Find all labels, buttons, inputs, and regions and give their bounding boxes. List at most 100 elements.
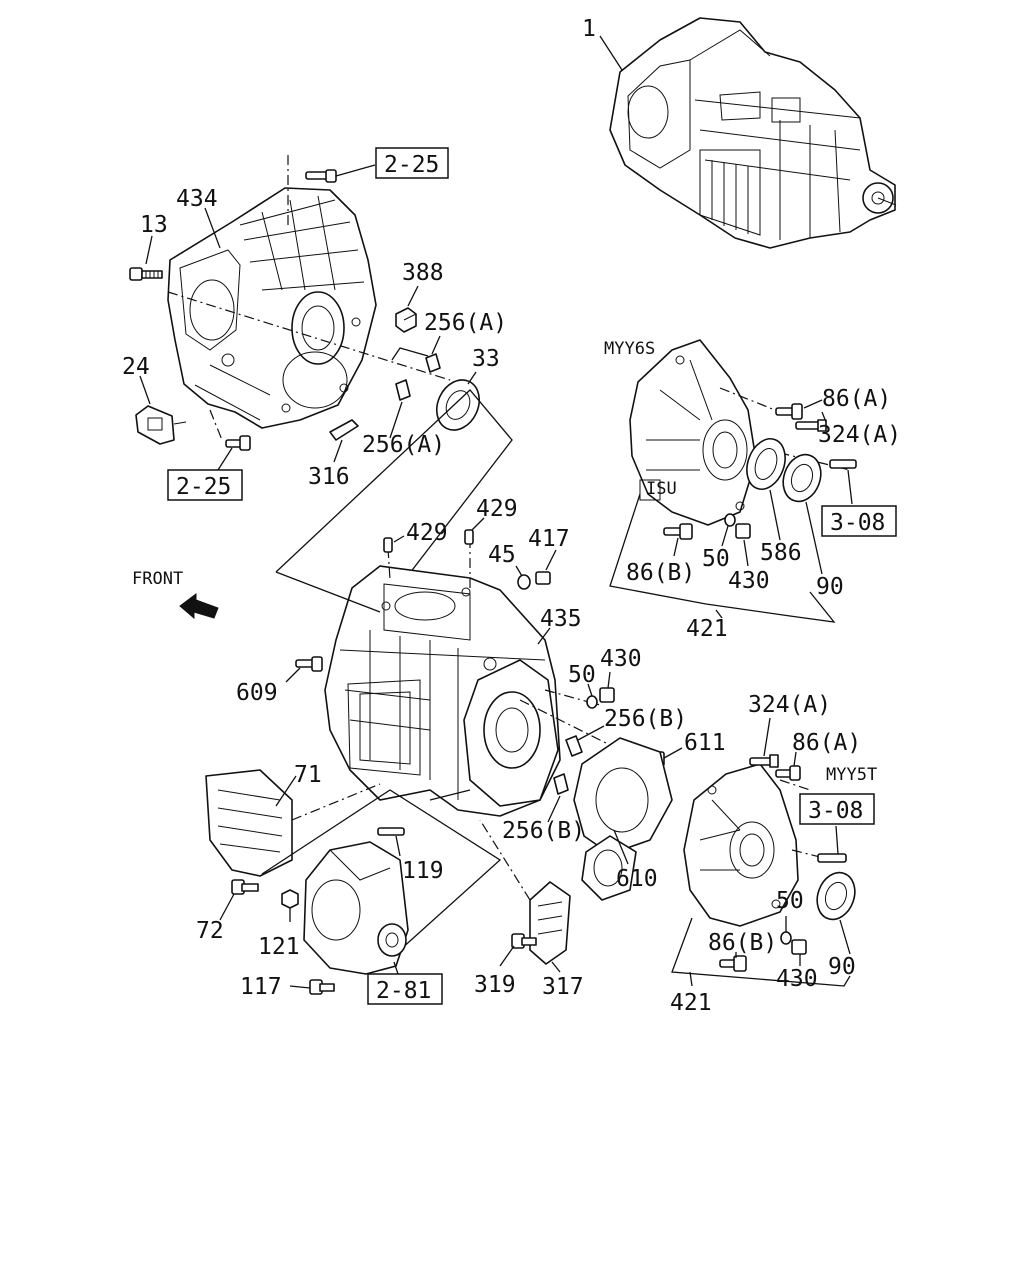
clutch-housing[interactable] (167, 187, 377, 429)
label-part-429-right: 429 (476, 496, 518, 522)
plug-417[interactable] (535, 571, 551, 585)
label-part-45: 45 (488, 542, 516, 568)
label-part-1: 1 (582, 16, 596, 42)
label-part-611: 611 (684, 730, 726, 756)
bolt-609[interactable] (295, 656, 323, 672)
ref-box-3-08-top[interactable]: 3-08 (821, 505, 897, 537)
bolt-86b-lower[interactable] (719, 955, 747, 972)
label-part-71: 71 (294, 762, 322, 788)
bolt-top-housing[interactable] (305, 169, 337, 183)
label-part-429-left: 429 (406, 520, 448, 546)
transmission-case-435[interactable] (324, 565, 561, 817)
transmission-assembly[interactable] (609, 17, 897, 249)
label-front: FRONT (132, 569, 183, 589)
bearing-586[interactable] (740, 433, 792, 494)
bolt-86a-upper[interactable] (775, 403, 803, 420)
stud-324a-upper[interactable] (795, 419, 827, 432)
label-variant-myy5t: MYY5T (826, 765, 877, 785)
bolt-72[interactable] (231, 879, 259, 895)
label-part-434: 434 (176, 186, 218, 212)
ref-box-3-08-mid[interactable]: 3-08 (799, 793, 875, 825)
label-part-388: 388 (402, 260, 444, 286)
bolt-319[interactable] (511, 933, 537, 949)
plug-430-upper[interactable] (735, 523, 751, 539)
stud-324a-lower[interactable] (749, 754, 779, 768)
label-part-90-upper: 90 (816, 574, 844, 600)
gasket-610[interactable] (573, 737, 673, 901)
bolt-86b-upper[interactable] (663, 523, 693, 540)
extension-housing-myy6s[interactable]: ISU (629, 339, 757, 526)
dowel-256b-lower[interactable] (553, 773, 569, 795)
stud-3-08-lower[interactable] (817, 853, 847, 863)
label-part-13: 13 (140, 212, 168, 238)
label-part-610: 610 (616, 866, 658, 892)
bolt-86a-lower[interactable] (775, 765, 801, 781)
key-316[interactable] (329, 419, 359, 441)
dowel-256b-upper[interactable] (565, 735, 583, 757)
plug-430-mid[interactable] (599, 687, 615, 703)
label-part-317: 317 (542, 974, 584, 1000)
cover-plate-71[interactable] (205, 769, 293, 877)
label-part-50-lower: 50 (776, 888, 804, 914)
label-part-430-lower: 430 (776, 966, 818, 992)
label-part-50-upper: 50 (702, 546, 730, 572)
label-part-421-upper: 421 (686, 616, 728, 642)
label-part-316: 316 (308, 464, 350, 490)
dowel-pin-256a-lower[interactable] (395, 379, 411, 401)
label-part-319: 319 (474, 972, 516, 998)
label-variant-myy6s: MYY6S (604, 339, 655, 359)
label-part-609: 609 (236, 680, 278, 706)
dowel-pin-256a-upper[interactable] (425, 353, 441, 373)
label-part-86b-lower: 86(B) (708, 930, 777, 956)
bolt-13[interactable] (129, 267, 163, 281)
front-arrow-icon (179, 593, 219, 620)
dowel-429-left[interactable] (383, 537, 393, 553)
ref-label-3-08-top: 3-08 (830, 510, 885, 536)
label-part-86b-upper: 86(B) (626, 560, 695, 586)
label-part-121: 121 (258, 934, 300, 960)
oil-seal-33[interactable] (429, 373, 487, 437)
label-part-324a-upper: 324(A) (818, 422, 901, 448)
bushing-388[interactable] (395, 307, 417, 333)
plug-430-lower[interactable] (791, 939, 807, 955)
ref-label-2-25-top: 2-25 (384, 152, 439, 178)
label-part-86a-upper: 86(A) (822, 386, 891, 412)
label-part-90-lower: 90 (828, 954, 856, 980)
label-part-256a-lower: 256(A) (362, 432, 445, 458)
nut-121[interactable] (281, 889, 299, 909)
ref-label-3-08-mid: 3-08 (808, 798, 863, 824)
label-part-256a-upper: 256(A) (424, 310, 507, 336)
ref-label-2-25-bottom: 2-25 (176, 474, 231, 500)
oil-seal-90-lower[interactable] (811, 867, 861, 924)
ref-box-2-25-top[interactable]: 2-25 (375, 147, 449, 179)
label-part-86a-lower: 86(A) (792, 730, 861, 756)
label-part-430-upper: 430 (728, 568, 770, 594)
o-ring-50-lower[interactable] (780, 931, 792, 945)
bolt-bottom-housing[interactable] (225, 435, 251, 451)
cover-317[interactable] (529, 881, 571, 965)
o-ring-50-upper[interactable] (724, 513, 736, 527)
dowel-429-right[interactable] (464, 529, 474, 545)
oil-seal-90-upper[interactable] (777, 449, 827, 506)
label-part-117: 117 (240, 974, 282, 1000)
label-part-324a-lower: 324(A) (748, 692, 831, 718)
stud-3-08-upper[interactable] (829, 459, 857, 469)
label-part-256b-upper: 256(B) (604, 706, 687, 732)
label-part-417: 417 (528, 526, 570, 552)
pto-unit[interactable] (303, 841, 409, 975)
label-part-50-mid: 50 (568, 662, 596, 688)
stud-119[interactable] (377, 827, 405, 836)
label-part-586: 586 (760, 540, 802, 566)
ref-box-2-25-bottom[interactable]: 2-25 (167, 469, 243, 501)
bolt-117[interactable] (309, 979, 335, 995)
svg-text:ISU: ISU (646, 479, 677, 499)
label-part-435: 435 (540, 606, 582, 632)
label-part-72: 72 (196, 918, 224, 944)
sensor-24[interactable] (135, 405, 187, 445)
o-ring-45[interactable] (517, 574, 531, 590)
label-part-430-mid: 430 (600, 646, 642, 672)
ref-box-2-81[interactable]: 2-81 (367, 973, 443, 1005)
o-ring-50-mid[interactable] (586, 695, 598, 709)
